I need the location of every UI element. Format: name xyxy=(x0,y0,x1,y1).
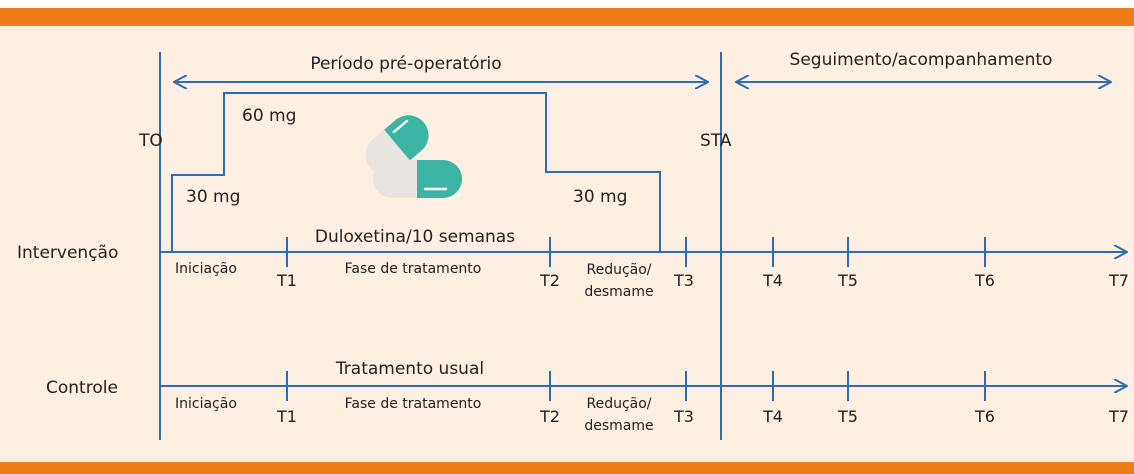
intervencao-label: Intervenção xyxy=(17,243,119,263)
iniciacao-label: Iniciação xyxy=(175,396,237,412)
duloxetina-label: Duloxetina/10 semanas xyxy=(314,227,516,247)
desmame-label: desmame xyxy=(584,284,654,300)
time-t7: T7 xyxy=(1109,271,1129,290)
top-accent-bar xyxy=(0,0,1134,26)
fase-tratamento-label: Fase de tratamento xyxy=(344,261,482,277)
dose-30-right: 30 mg xyxy=(573,187,628,207)
pills-icon xyxy=(365,115,462,198)
desmame-label: desmame xyxy=(584,418,654,434)
time-t4: T4 xyxy=(763,407,783,426)
bottom-accent-bar xyxy=(0,462,1134,474)
time-t5: T5 xyxy=(838,407,858,426)
time-t6: T6 xyxy=(975,407,995,426)
sta-marker: STA xyxy=(700,131,732,151)
time-t3: T3 xyxy=(674,271,694,290)
dose-30-left: 30 mg xyxy=(186,187,241,207)
time-t5: T5 xyxy=(838,271,858,290)
reducao-label: Redução/ xyxy=(586,262,652,278)
seguimento-label: Seguimento/acompanhamento xyxy=(789,50,1053,70)
time-t2: T2 xyxy=(540,271,560,290)
time-t2: T2 xyxy=(540,407,560,426)
to-marker: TO xyxy=(139,131,163,151)
time-t3: T3 xyxy=(674,407,694,426)
dose-60: 60 mg xyxy=(242,106,297,126)
time-t1: T1 xyxy=(277,407,297,426)
reducao-label: Redução/ xyxy=(586,396,652,412)
periodo-label: Período pré-operatório xyxy=(310,54,502,74)
time-t7: T7 xyxy=(1109,407,1129,426)
dose-profile xyxy=(171,92,661,252)
time-t4: T4 xyxy=(763,271,783,290)
time-t6: T6 xyxy=(975,271,995,290)
time-t1: T1 xyxy=(277,271,297,290)
fase-tratamento-label: Fase de tratamento xyxy=(344,396,482,412)
tratamento-usual-label: Tratamento usual xyxy=(335,359,485,379)
controle-label: Controle xyxy=(46,378,118,398)
iniciacao-label: Iniciação xyxy=(175,261,237,277)
